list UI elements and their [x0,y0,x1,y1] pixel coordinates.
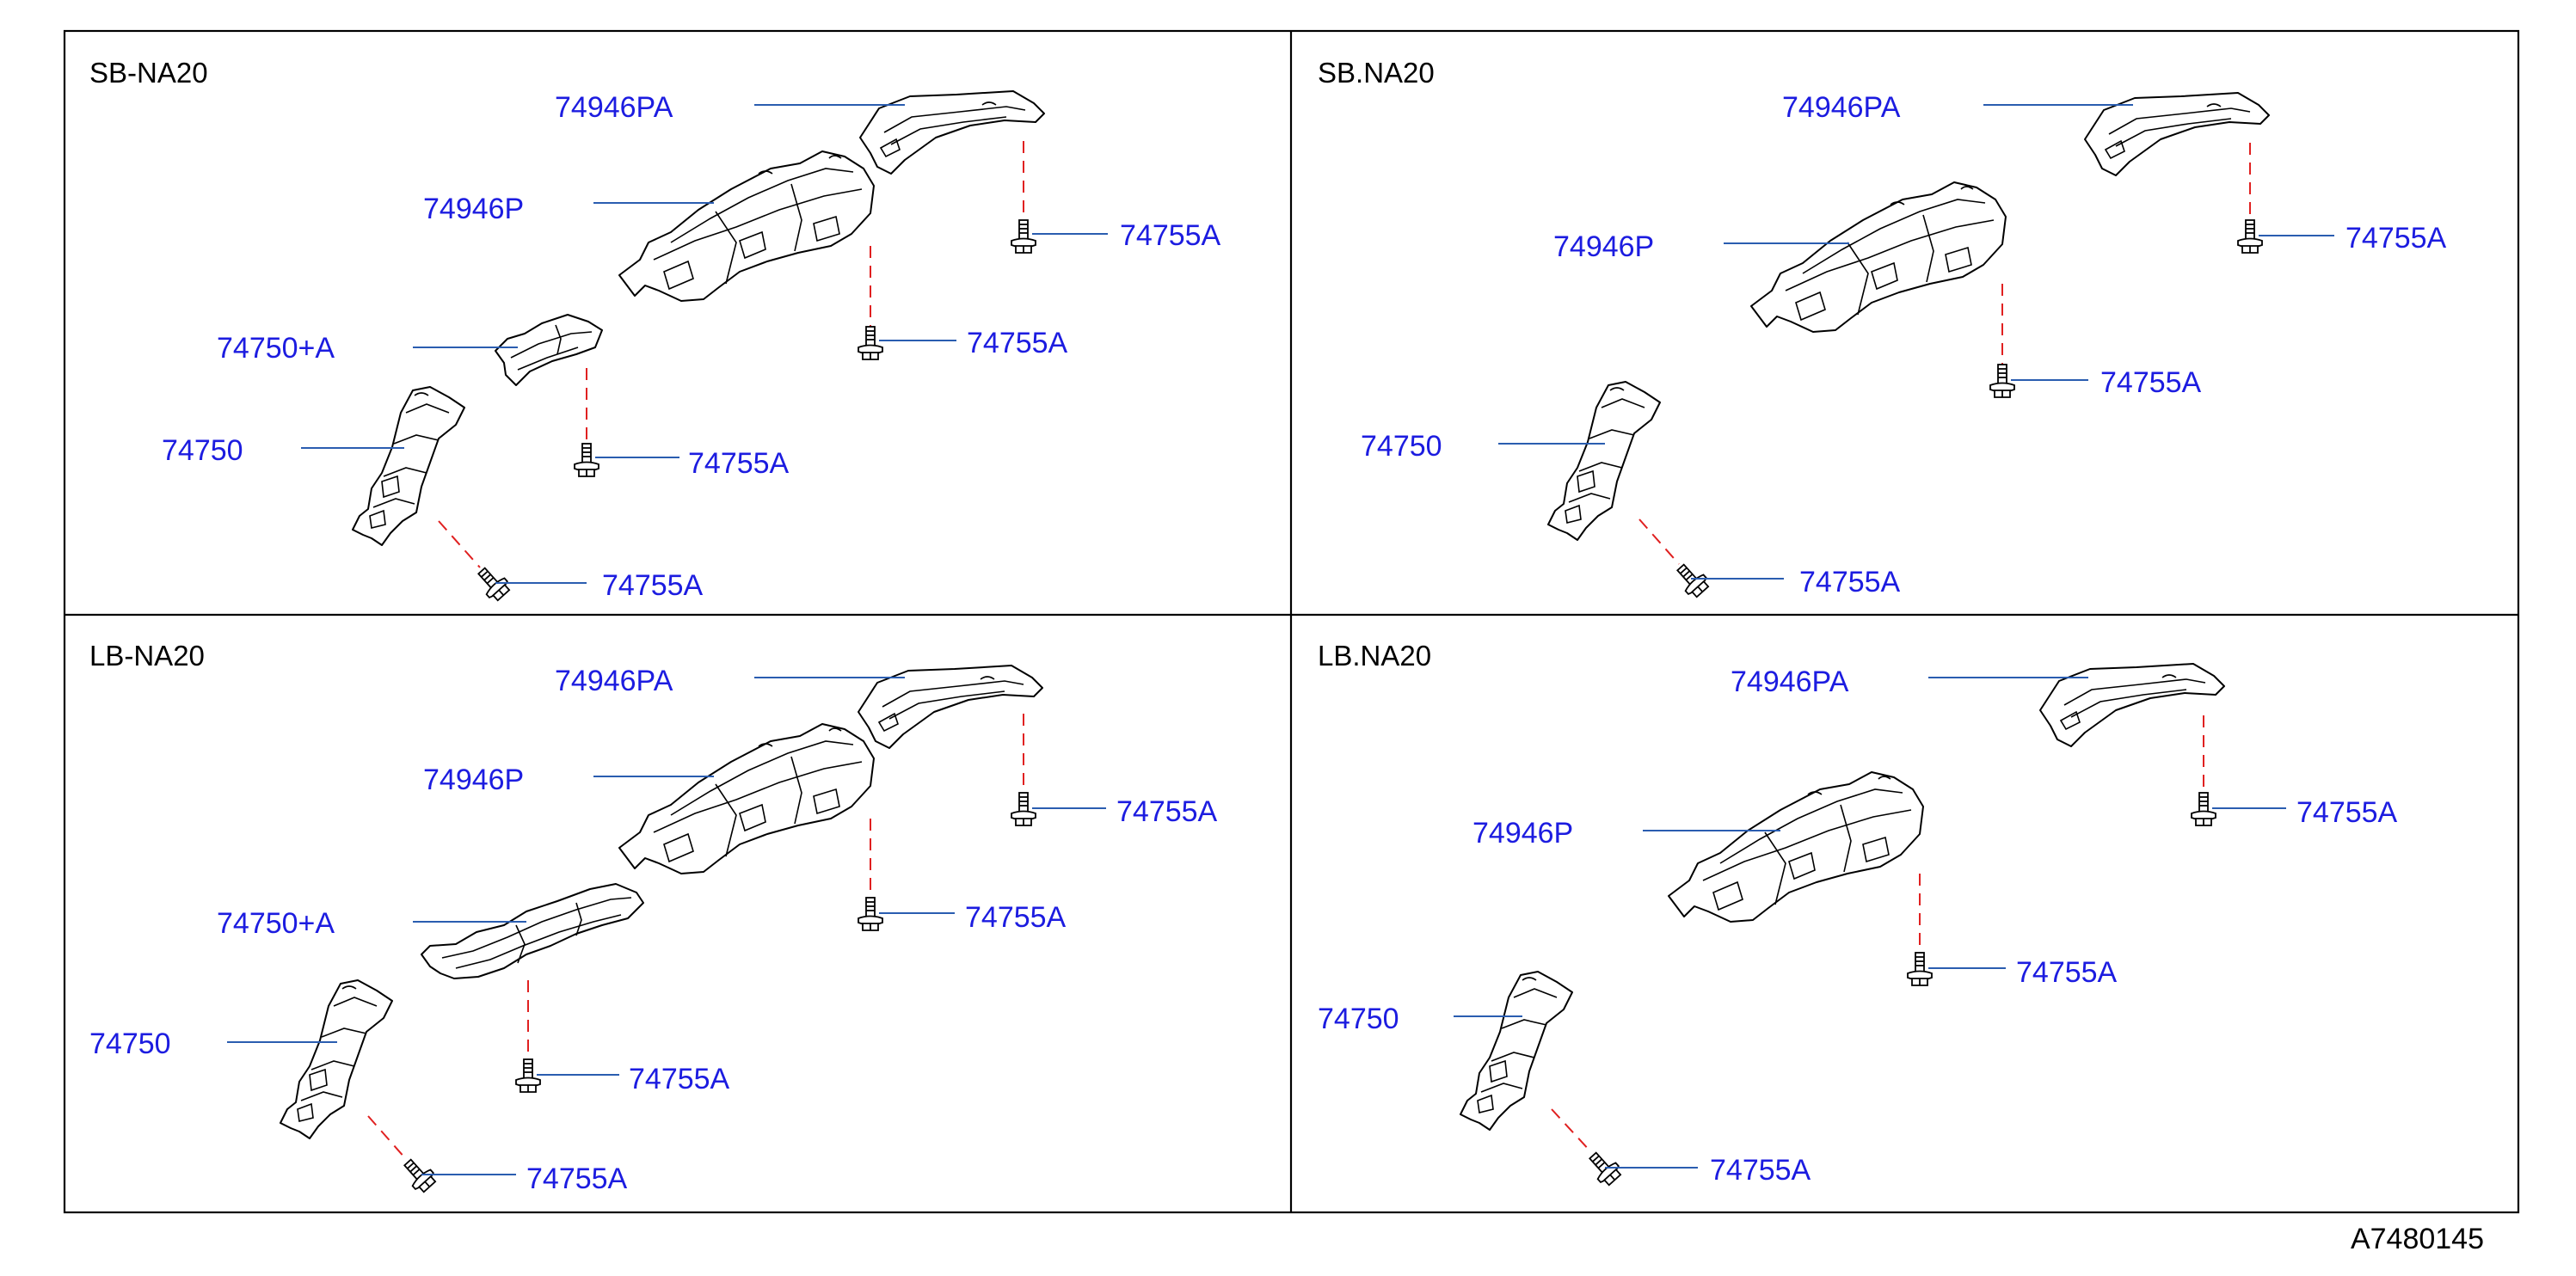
part-number-74755a: 74755A [629,1063,730,1095]
heat-shield-74750 [280,979,393,1139]
bolt-icon [1011,792,1036,826]
variant-label: SB.NA20 [1318,57,1435,89]
part-number-74946pa: 74946PA [555,91,673,124]
bolt-icon [2237,219,2263,254]
part-number-74750: 74750 [1361,430,1442,463]
panel-lb-dot-na20: LB.NA20 74946PA 74946P 74750 74755A 7475… [1318,640,2398,1189]
part-number-74755a: 74755A [2345,222,2447,255]
part-number-74946p: 74946P [1553,230,1654,263]
heat-shield-74750 [1460,971,1573,1131]
part-number-74946pa: 74946PA [1782,91,1901,124]
bolt-icon [574,443,599,477]
part-number-74755a: 74755A [1799,566,1901,598]
bolt-icon [858,897,883,931]
panel-sb-na20: SB-NA20 74946PA 74946P 74750+A 74750 747… [89,57,1221,604]
heat-shield-74946p [618,150,875,302]
part-number-74946pa: 74946PA [555,665,673,697]
variant-label: LB-NA20 [89,640,205,672]
document-id: A7480145 [2351,1223,2484,1255]
variant-label: SB-NA20 [89,57,208,89]
part-number-74946p: 74946P [423,193,524,225]
part-number-74755a: 74755A [688,447,790,480]
bolt-icon [1011,219,1036,254]
part-number-74755a: 74755A [1116,795,1218,828]
heat-shield-74750 [352,386,465,546]
part-number-74755a: 74755A [2016,956,2118,989]
part-number-74946p: 74946P [1472,817,1573,850]
heat-shield-74946pa [2039,663,2225,747]
part-number-74755a: 74755A [2100,366,2202,399]
panel-lb-na20: LB-NA20 74946PA 74946P 74750+A 74750 747… [89,640,1218,1196]
heat-shield-74750-plus-a [421,883,644,979]
heat-shield-74946pa [859,90,1045,175]
part-number-74750-plus-a: 74750+A [217,332,335,365]
heat-shield-74750 [1547,381,1661,541]
part-number-74755a: 74755A [1710,1154,1811,1187]
part-number-74755a: 74755A [526,1163,628,1195]
part-number-74755a: 74755A [602,569,704,602]
heat-shield-74946p [1750,181,2007,333]
bolt-icon [2191,792,2216,826]
bolt-icon [1670,558,1712,601]
part-number-74755a: 74755A [967,327,1068,359]
part-number-74755a: 74755A [965,901,1067,934]
part-number-74755a: 74755A [1120,219,1221,252]
heat-shield-74946p [618,723,875,874]
part-number-74750: 74750 [162,434,243,467]
part-number-74750-plus-a: 74750+A [217,907,335,940]
variant-label: LB.NA20 [1318,640,1431,672]
part-number-74946pa: 74946PA [1731,666,1849,698]
panel-sb-dot-na20: SB.NA20 74946PA 74946P 74750 74755A 7475… [1318,57,2447,601]
part-number-74946p: 74946P [423,764,524,796]
part-number-74750: 74750 [1318,1003,1399,1035]
diagram-frame [63,29,2520,1214]
bolt-icon [858,326,883,360]
heat-shield-74946p [1668,771,1924,923]
part-number-74750: 74750 [89,1028,171,1060]
part-number-74755a: 74755A [2296,796,2398,829]
bolt-icon [515,1058,541,1093]
bolt-icon [1907,952,1933,986]
bolt-icon [1989,364,2015,398]
